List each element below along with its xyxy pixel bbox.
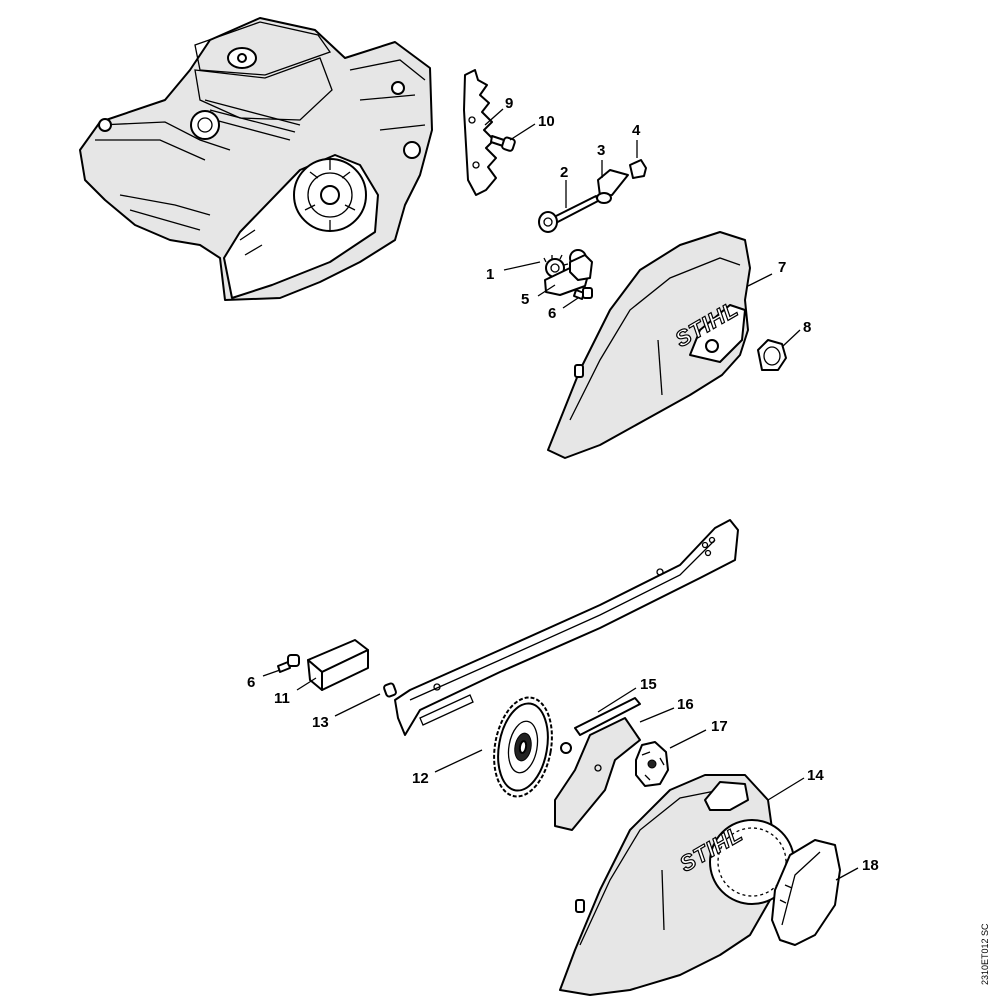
tensioner-screw: [538, 195, 599, 233]
sprocket-cover-lower: STIHL: [559, 774, 795, 996]
callout-17: 17: [711, 718, 728, 735]
callout-15: 15: [640, 676, 657, 693]
callout-7: 7: [778, 259, 786, 276]
screw-10: [490, 135, 516, 152]
collar-nut: [757, 339, 787, 371]
bumper-spike: [463, 69, 497, 196]
plug-13: [383, 682, 397, 698]
chain-catcher-block: [307, 639, 369, 691]
leader-lines: [262, 108, 859, 881]
engine-powerhead: [79, 17, 433, 301]
callout-16: 16: [677, 696, 694, 713]
callout-5: 5: [521, 291, 529, 308]
callout-9: 9: [505, 95, 513, 112]
small-block: [629, 159, 647, 179]
guard-plate: [554, 717, 641, 831]
callout-11: 11: [274, 690, 290, 707]
callout-14: 14: [807, 767, 824, 784]
callout-12: 12: [412, 770, 429, 787]
sprocket-wheel: [493, 696, 553, 798]
knob-nut: [635, 741, 669, 787]
drawing-code: 2310ET012 SC: [980, 923, 990, 985]
screw-6-upper: [573, 287, 593, 300]
cover-cap: [771, 839, 841, 946]
callout-6-upper: 6: [548, 305, 556, 322]
callout-18: 18: [862, 857, 879, 874]
screw-6-lower: [277, 654, 300, 673]
callout-8: 8: [803, 319, 811, 336]
sprocket-cover-upper: STIHL: [547, 231, 751, 459]
adjusting-slider: [544, 254, 593, 296]
callout-1: 1: [486, 266, 494, 283]
callout-2: 2: [560, 164, 568, 181]
callout-13: 13: [312, 714, 329, 731]
guide-bar: [394, 519, 739, 736]
callout-3: 3: [597, 142, 605, 159]
cover-plate: [560, 697, 641, 754]
callout-4: 4: [632, 122, 641, 139]
callout-labels: 9 10 2 3 4 1 5 6 7 8 6 11 13 12 15 16 17…: [247, 95, 879, 874]
callout-10: 10: [538, 113, 555, 130]
callout-6-lower: 6: [247, 674, 255, 691]
tensioner-slide: [596, 169, 629, 204]
